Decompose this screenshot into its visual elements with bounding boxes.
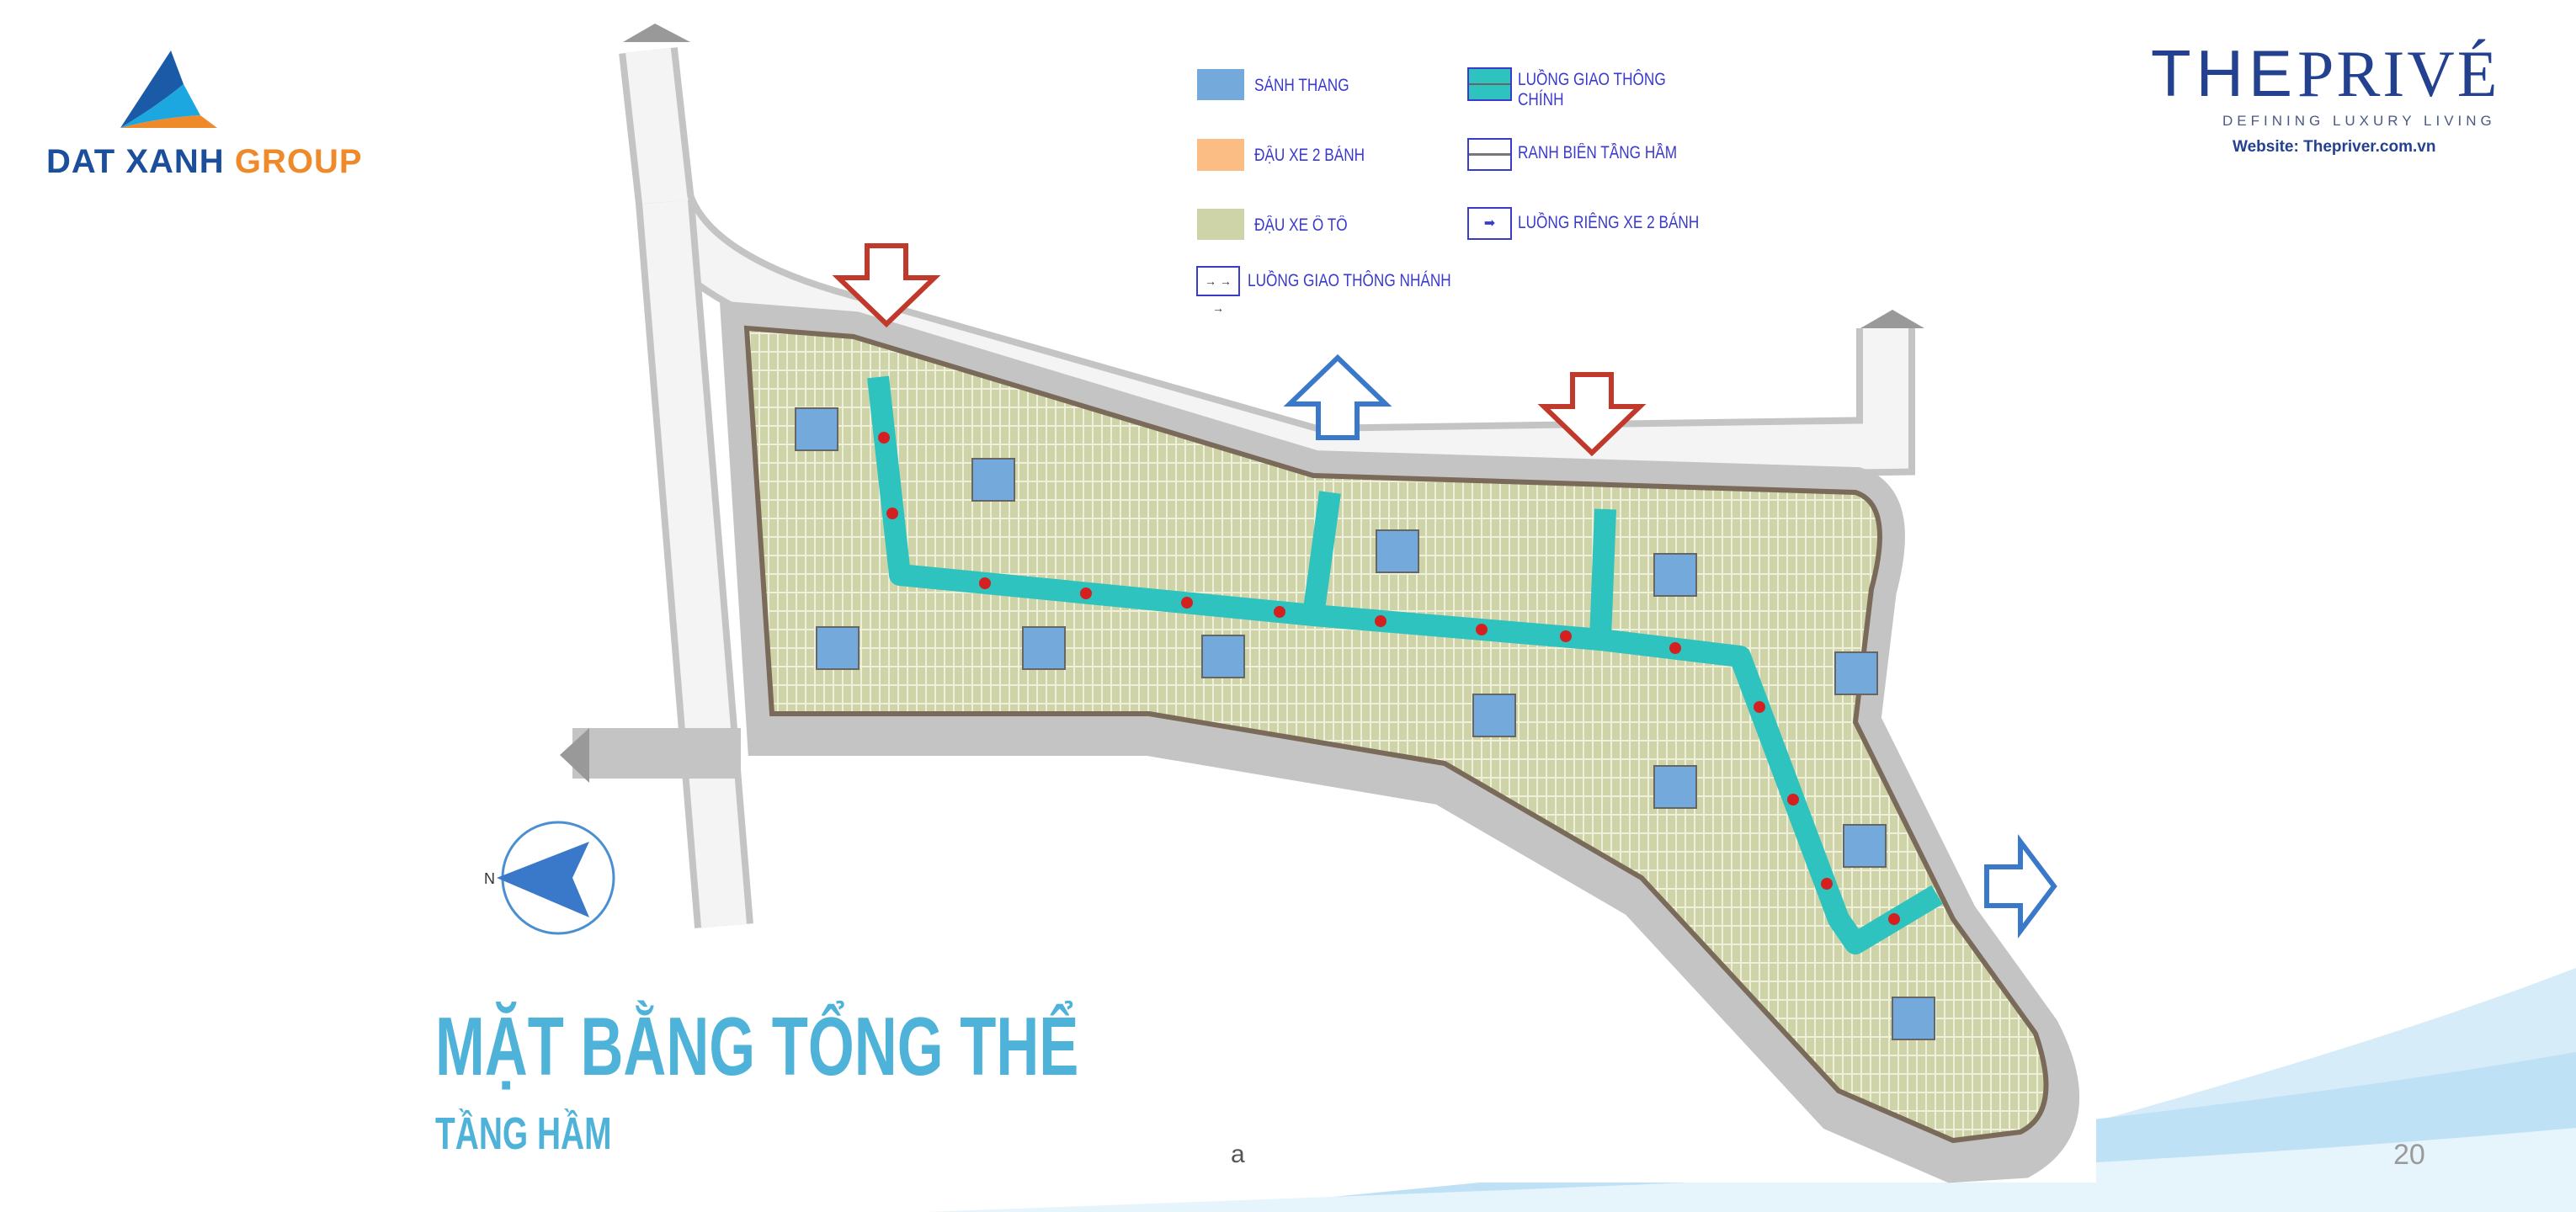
decorative-wave: [926, 968, 2576, 1212]
legend-label: ĐẬU XE 2 BÁNH: [1254, 146, 1365, 165]
legend-label-line1: LUỒNG GIAO THÔNG: [1518, 70, 1666, 89]
datxanh-logo-text: DAT XANH GROUP: [46, 143, 363, 180]
legend-label: ĐẬU XE Ô TÔ: [1254, 215, 1348, 235]
main-route-arrows: [878, 432, 1900, 925]
legend-label: RANH BIÊN TẦNG HẦM: [1518, 143, 1678, 162]
svg-text:N: N: [484, 870, 495, 887]
compass-icon: N: [484, 821, 615, 935]
legend-branch-arrows-icon: → → →: [1196, 266, 1240, 315]
legend-swatch-lobby: [1197, 69, 1244, 100]
legend-label: LUỒNG GIAO THÔNG NHÁNH: [1248, 271, 1451, 290]
elevator-lobbies: [795, 407, 1935, 1040]
page-subtitle: TẦNG HẦM: [435, 1108, 612, 1159]
datxanh-logo-icon: [120, 50, 217, 128]
legend-label: LUỒNG RIÊNG XE 2 BÁNH: [1518, 213, 1700, 232]
legend-boundary-icon: [1467, 138, 1512, 171]
prive-website: Website: Thepriver.com.vn: [2233, 138, 2436, 156]
entry-arrow-red: [832, 243, 1647, 457]
prive-logo: THEPRIVÉ: [2151, 40, 2499, 107]
legend-main-route-icon: [1467, 67, 1512, 101]
prive-thin: THE: [2151, 36, 2297, 110]
legend-swatch-bike: [1197, 139, 1244, 171]
page-number: 20: [2393, 1139, 2425, 1171]
legend-swatch-car: [1197, 209, 1244, 240]
left-exit-arrow: [560, 728, 589, 783]
prive-tagline: DEFINING LUXURY LIVING: [2222, 113, 2496, 129]
right-road-arrow: [1860, 310, 1924, 328]
logo-word-2: GROUP: [234, 143, 363, 180]
main-traffic-route: [867, 375, 1943, 954]
exit-arrow-blue: [1283, 354, 2057, 938]
legend-label-line2: CHÍNH: [1518, 90, 1564, 109]
top-road-arrow: [623, 24, 690, 42]
logo-word-1: DAT XANH: [46, 143, 225, 180]
legend-label: SẢNH THANG: [1254, 76, 1349, 95]
basement-boundary: [743, 325, 2049, 1144]
footer-mark: a: [1231, 1140, 1245, 1168]
legend-bike-lane-icon: ➡: [1467, 207, 1512, 240]
prive-bold: PRIVÉ: [2297, 37, 2500, 110]
page-title: MẶT BẰNG TỔNG THỂ: [435, 1000, 1079, 1092]
